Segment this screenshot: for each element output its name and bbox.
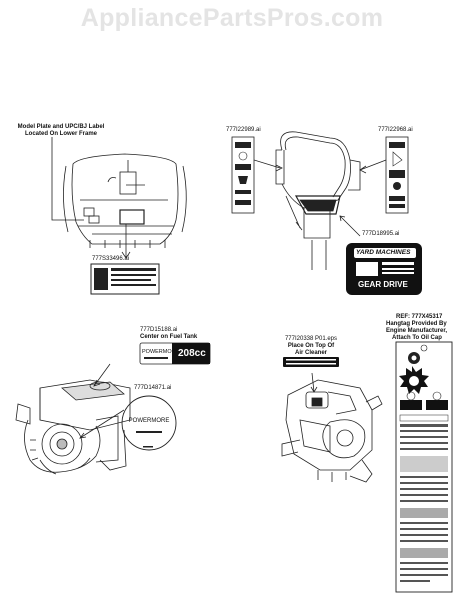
- place-on-top-line2: Air Cleaner: [294, 350, 327, 356]
- powermore-logo-text: POWERMORE: [142, 349, 180, 355]
- powermore-round-decal: [121, 395, 177, 451]
- part-number-777d14871: 777D14871.ai: [134, 385, 172, 391]
- ref-777x45317: REF: 777X45317: [396, 314, 443, 320]
- air-cleaner-decal: [283, 357, 339, 367]
- part-number-777d18995: 777D18995.ai: [362, 231, 400, 237]
- part-number-777s33496: 777S33496.ai: [92, 256, 130, 262]
- hangtag-note-line2: Engine Manufacturer,: [386, 328, 448, 334]
- gear-drive-text: GEAR DRIVE: [358, 280, 408, 289]
- powermore-208cc-decal: [139, 342, 211, 365]
- powermore-round-text: POWERMORE: [128, 418, 170, 424]
- engine-displacement-text: 208cc: [178, 348, 206, 359]
- decal-777s33496: [94, 268, 156, 290]
- hangtag-note-line3: Attach To Oil Cap: [392, 335, 442, 341]
- site-watermark: AppliancePartsPros.com: [80, 4, 384, 32]
- yard-machines-logo: YARD MACHINES: [356, 249, 411, 256]
- model-plate-label-line1: Model Plate and UPC/BJ Label: [17, 124, 105, 130]
- decal-777i22989: [235, 142, 251, 205]
- engine-left-drawing: [15, 379, 131, 475]
- hangtag-note-line1: Hangtag Provided By: [386, 321, 447, 327]
- part-number-777i22968: 777I22968.ai: [378, 127, 413, 133]
- engine-right-drawing: [281, 379, 383, 483]
- place-on-top-line1: Place On Top Of: [287, 343, 335, 349]
- handlebar-drawing: [275, 131, 361, 270]
- part-number-777d15188: 777D15188.ai: [140, 327, 178, 333]
- tiller-frame-drawing: [63, 153, 187, 248]
- part-number-777i20338: 777I20338 P01.eps: [284, 336, 338, 342]
- model-plate-label-line2: Located On Lower Frame: [24, 131, 97, 137]
- part-number-777i22989: 777I22989.ai: [226, 127, 261, 133]
- center-on-fuel-tank-note: Center on Fuel Tank: [140, 334, 198, 340]
- decal-777i22968: [389, 142, 405, 208]
- hangtag-drawing: [395, 341, 453, 593]
- yard-machines-decal: [346, 243, 422, 295]
